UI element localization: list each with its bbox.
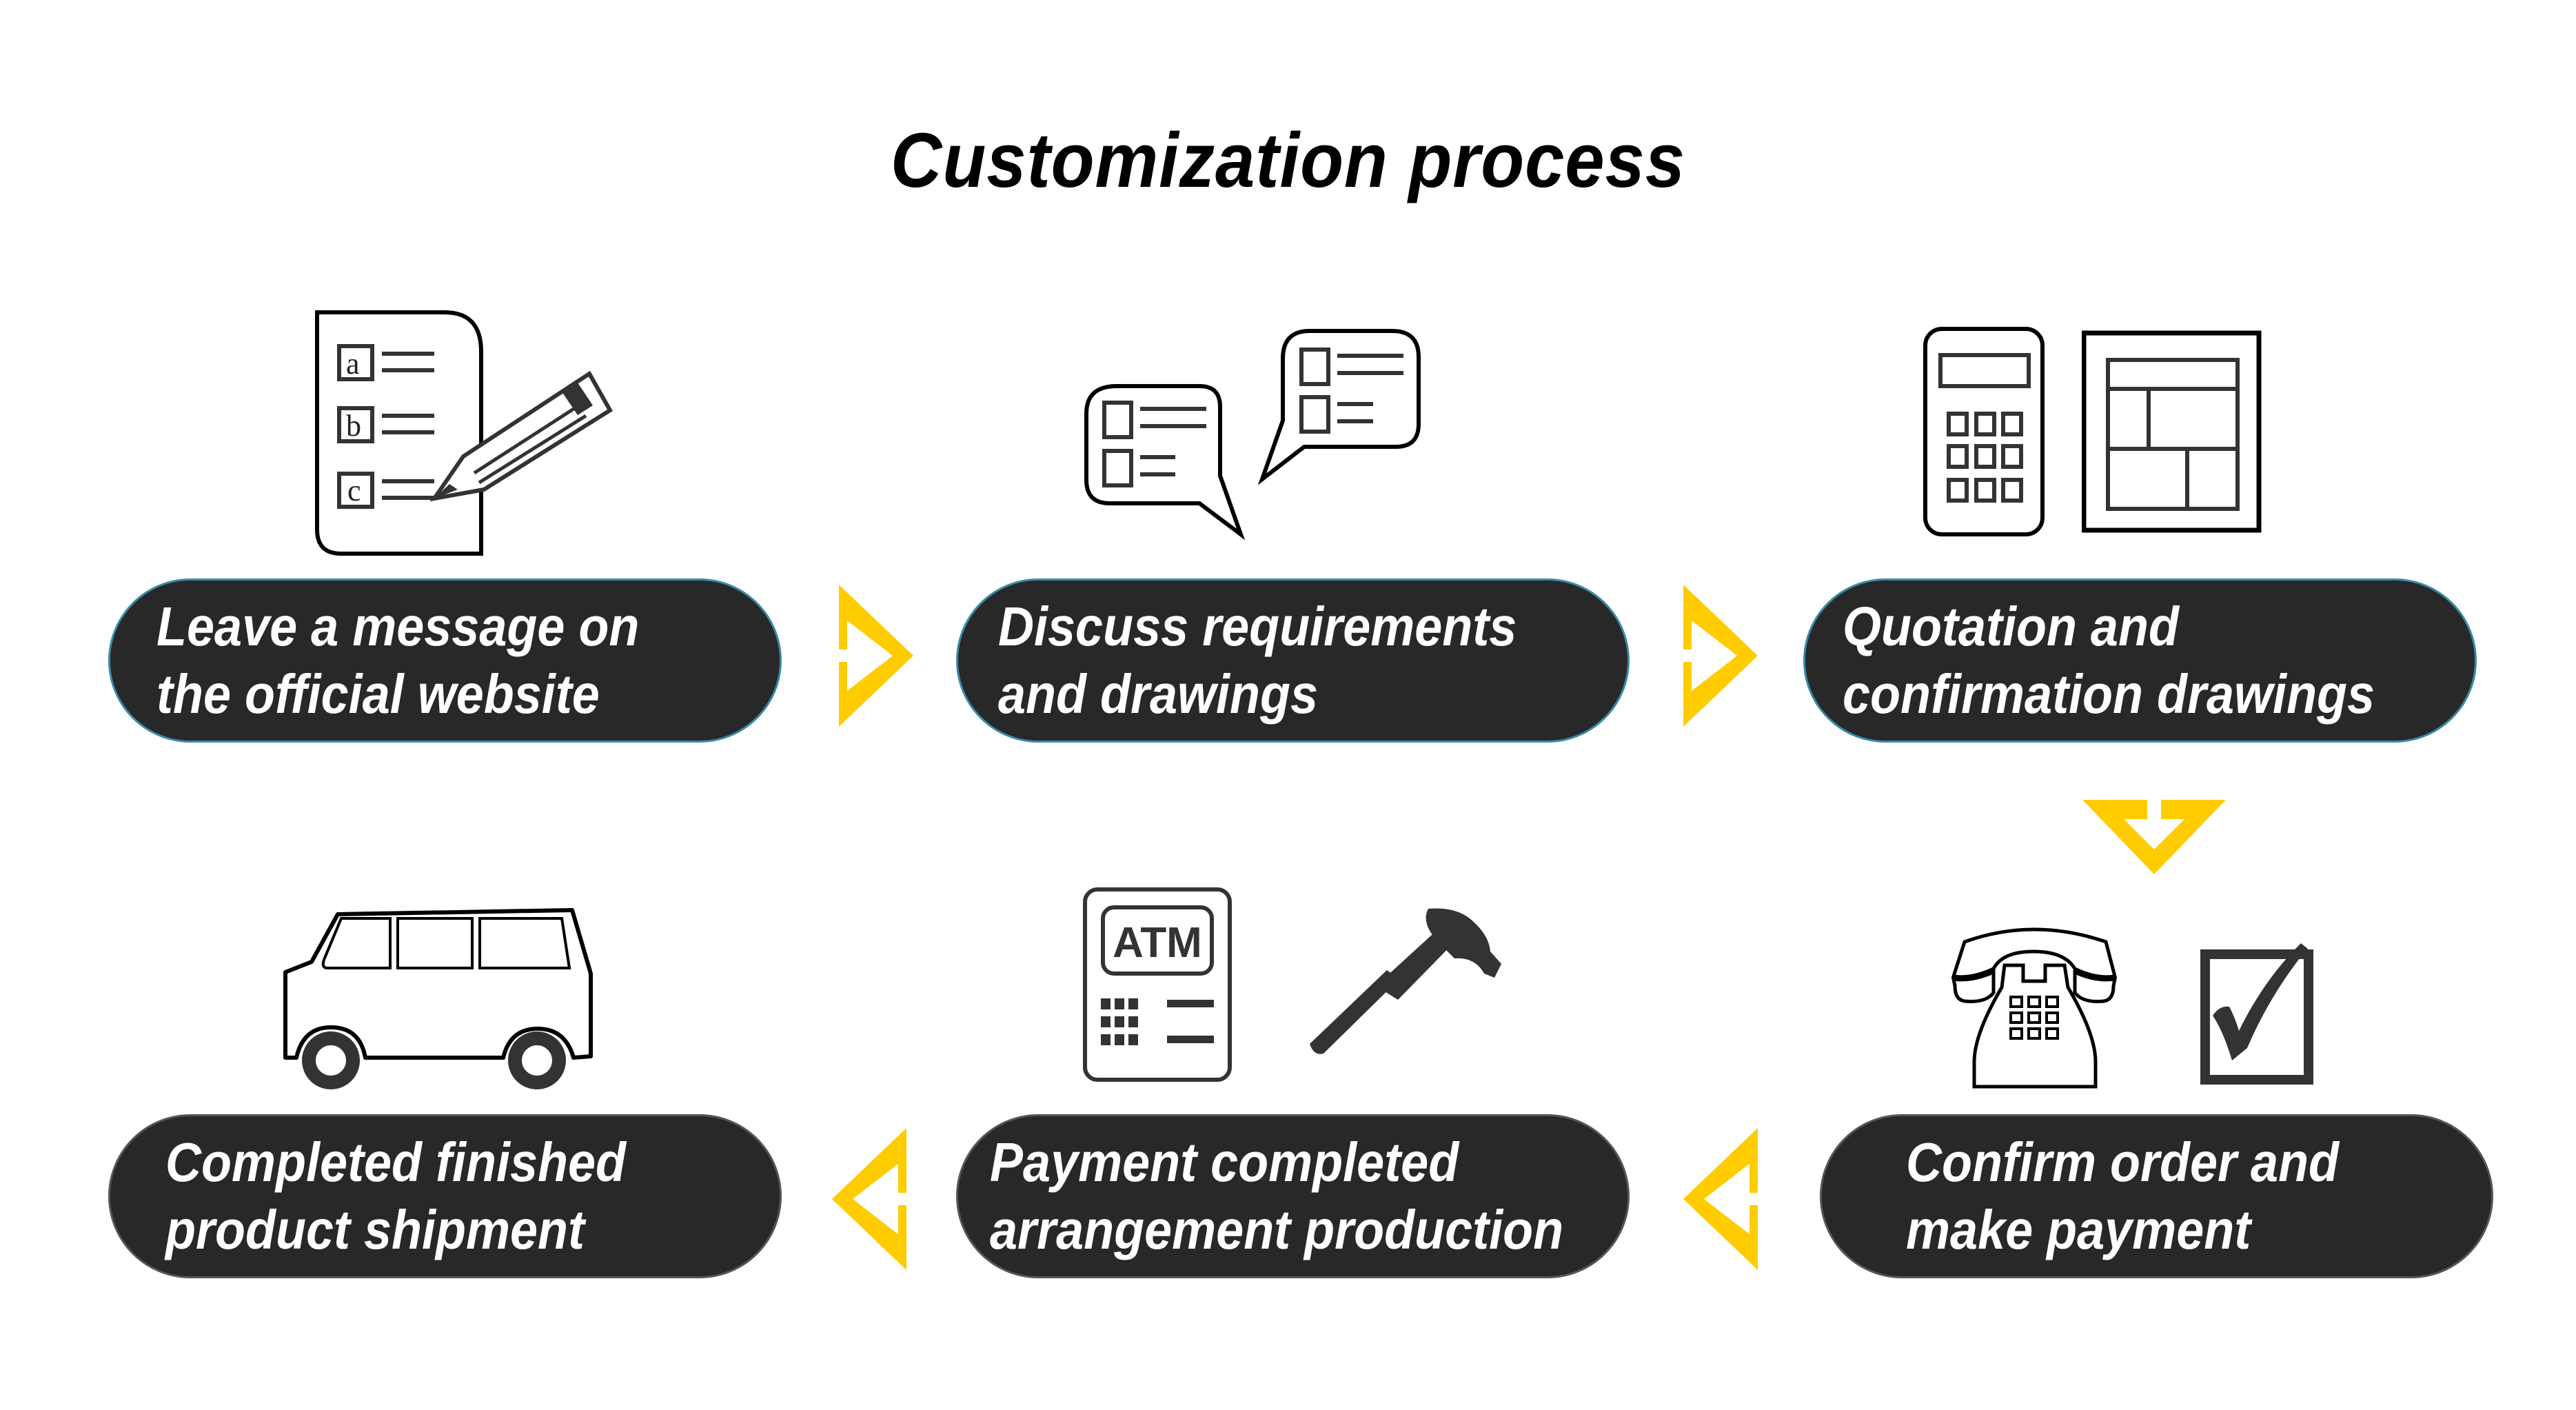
page-title: Customization process [891, 117, 1685, 203]
atm-label: ATM [1113, 919, 1202, 967]
step-5-line-2: arrangement production [990, 1199, 1564, 1260]
step-2-line-2: and drawings [998, 663, 1319, 725]
atm-icon: ATM [1083, 887, 1232, 1082]
arrow-right-icon [1683, 585, 1758, 727]
step-5-pill: Payment completed arrangement production [956, 1114, 1630, 1278]
step-4-line-1: Confirm order and [1906, 1131, 2340, 1193]
step-3-line-1: Quotation and [1843, 596, 2179, 657]
arrow-left-icon [1683, 1128, 1758, 1270]
option-c-label: c [347, 474, 361, 507]
step-2-pill: Discuss requirements and drawings [956, 578, 1630, 743]
arrow-left-icon [832, 1128, 906, 1270]
checkbox-icon [2200, 943, 2313, 1085]
step-1-line-1: Leave a message on [156, 596, 640, 657]
step-4-pill: Confirm order and make payment [1820, 1114, 2493, 1278]
step-6-pill: Completed finished product shipment [108, 1114, 782, 1278]
step-6-line-2: product shipment [165, 1199, 585, 1260]
option-a-label: a [346, 347, 360, 381]
chat-bubbles-icon [1084, 329, 1421, 541]
step-4-line-2: make payment [1906, 1199, 2251, 1260]
calculator-icon [1923, 327, 2045, 536]
step-6-line-1: Completed finished [165, 1131, 627, 1193]
step-1-line-2: the official website [156, 663, 600, 725]
arrow-right-icon [839, 585, 913, 727]
pencil-icon [429, 370, 613, 502]
van-icon [283, 908, 593, 1089]
step-1-pill: Leave a message on the official website [108, 578, 782, 743]
questionnaire-icon: a b c [315, 310, 613, 556]
step-5-line-1: Payment completed [990, 1131, 1459, 1193]
hammer-icon [1310, 908, 1501, 1054]
step-2-line-1: Discuss requirements [998, 596, 1517, 657]
arrow-down-icon [2082, 800, 2226, 874]
step-3-line-2: confirmation drawings [1843, 663, 2375, 725]
option-b-label: b [346, 409, 361, 443]
blueprint-icon [2082, 330, 2262, 533]
step-3-pill: Quotation and confirmation drawings [1803, 578, 2477, 743]
telephone-icon [1951, 927, 2118, 1089]
